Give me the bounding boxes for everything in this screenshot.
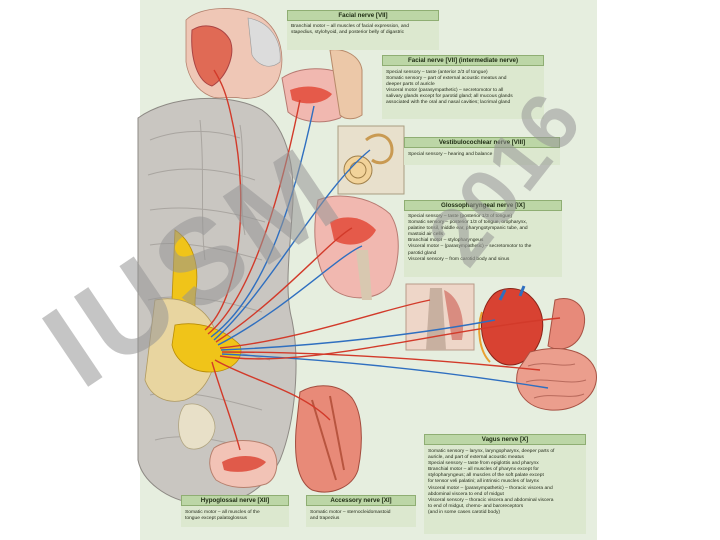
nerve-fibers [204, 69, 561, 451]
vagus-nerve-body: Somatic sensory – larynx, laryngopharynx… [428, 449, 554, 516]
vestibulocochlear-nerve-body: Special sensory – hearing and balance [408, 152, 492, 158]
oral-cavity-illustration [281, 49, 363, 123]
hypoglossal-nerve-body: Somatic motor – all muscles of the tongu… [185, 510, 260, 522]
vagus-nerve-line: Somatic sensory – larynx, laryngopharynx… [428, 449, 555, 454]
glossopharyngeal-nerve-line: Visceral sensory – from carotid body and… [408, 256, 510, 262]
vagus-nerve-line: auricle, and part of external acoustic m… [428, 455, 524, 461]
inner-ear-illustration [337, 125, 405, 195]
vestibulocochlear-nerve-box: Vestibulocochlear nerve [VIII] Special s… [404, 137, 560, 165]
intermediate-nerve-line: Special sensory – taste (anterior 2/3 of… [386, 70, 488, 75]
hypoglossal-nerve-line: Somatic motor – all muscles of the [185, 510, 260, 515]
intermediate-nerve-box: Facial nerve [VII] (intermediate nerve) … [382, 55, 544, 119]
vagus-nerve-line: stylopharyngeus; all muscles of the soft… [428, 473, 544, 479]
intermediate-nerve-title: Facial nerve [VII] (intermediate nerve) [382, 55, 544, 66]
glossopharyngeal-nerve-line: palatine tonsil, middle ear, pharyngotym… [408, 226, 528, 232]
glossopharyngeal-nerve-line: Visceral motor – (parasympathetic) – sec… [408, 244, 532, 250]
intermediate-nerve-line: Visceral motor (parasympathetic) – secre… [386, 88, 504, 94]
neck-muscles-illustration [295, 385, 362, 493]
intermediate-nerve-line: salivary glands except for parotid gland… [386, 94, 513, 100]
intermediate-nerve-line: Somatic sensory – part of external acous… [386, 76, 507, 82]
glossopharyngeal-nerve-title: Glossopharyngeal nerve [IX] [404, 200, 562, 211]
heart-illustration [478, 285, 544, 366]
glossopharyngeal-nerve-line: Special sensory – taste (posterior 1/3 o… [408, 214, 513, 219]
glossopharyngeal-nerve-body: Special sensory – taste (posterior 1/3 o… [408, 214, 531, 263]
glossopharyngeal-nerve-line: parotid gland [408, 250, 437, 256]
tongue-illustration [209, 440, 278, 488]
intermediate-nerve-body: Special sensory – taste (anterior 2/3 of… [386, 70, 513, 107]
vagus-nerve-line: (and in some cases carotid body) [428, 509, 501, 515]
vagus-nerve-line: Visceral sensory – thoracic viscera and … [428, 497, 554, 503]
facial-nerve-box: Facial nerve [VII] Branchial motor – all… [287, 10, 439, 50]
vestibulocochlear-nerve-title: Vestibulocochlear nerve [VIII] [404, 137, 560, 148]
intestine-illustration [516, 298, 597, 411]
face-illustration [185, 8, 283, 99]
vagus-nerve-line: abdominal viscera to end of midgut [428, 491, 504, 497]
facial-nerve-title: Facial nerve [VII] [287, 10, 439, 21]
brain-underside [137, 97, 297, 506]
accessory-nerve-box: Accessory nerve [XI] Somatic motor – ste… [306, 495, 416, 527]
facial-nerve-line: stapedius, stylohyoid, and posterior bel… [291, 30, 405, 36]
accessory-nerve-title: Accessory nerve [XI] [306, 495, 416, 506]
glossopharyngeal-nerve-line: Somatic sensory – posterior 1/3 of tongu… [408, 220, 528, 226]
intermediate-nerve-line: deeper parts of auricle [386, 82, 435, 88]
vagus-nerve-title: Vagus nerve [X] [424, 434, 586, 445]
facial-nerve-line: Branchial motor – all muscles of facial … [291, 24, 409, 29]
accessory-nerve-line: and trapezius [310, 516, 340, 522]
vagus-nerve-line: Branchial motor – all muscles of pharynx… [428, 467, 539, 473]
vagus-nerve-box: Vagus nerve [X] Somatic sensory – larynx… [424, 434, 586, 534]
glossopharyngeal-nerve-box: Glossopharyngeal nerve [IX] Special sens… [404, 200, 562, 277]
hypoglossal-nerve-box: Hypoglossal nerve [XII] Somatic motor – … [181, 495, 289, 527]
accessory-nerve-body: Somatic motor – sternocleidomastoid and … [310, 510, 390, 522]
hypoglossal-nerve-title: Hypoglossal nerve [XII] [181, 495, 289, 506]
pharynx-illustration [314, 195, 399, 300]
glossopharyngeal-nerve-line: mastoid air cells [408, 232, 444, 238]
vagus-nerve-line: to end of midgut, chemo- and barorecepto… [428, 503, 524, 509]
intermediate-nerve-line: associated with the oral and nasal cavit… [386, 100, 511, 106]
accessory-nerve-line: Somatic motor – sternocleidomastoid [310, 510, 391, 515]
vagus-nerve-line: for tensor veli palatini; all intrinsic … [428, 479, 539, 485]
vagus-nerve-line: Special sensory – taste from epiglottis … [428, 461, 539, 467]
vagus-nerve-line: Visceral motor – (parasympathetic) – tho… [428, 485, 553, 491]
hypoglossal-nerve-line: tongue except palatoglossus [185, 516, 247, 522]
facial-nerve-body: Branchial motor – all muscles of facial … [291, 24, 409, 36]
glossopharyngeal-nerve-line: Branchial motor – stylopharyngeus [408, 238, 484, 244]
vestibulocochlear-nerve-line: Special sensory – hearing and balance [408, 152, 493, 157]
